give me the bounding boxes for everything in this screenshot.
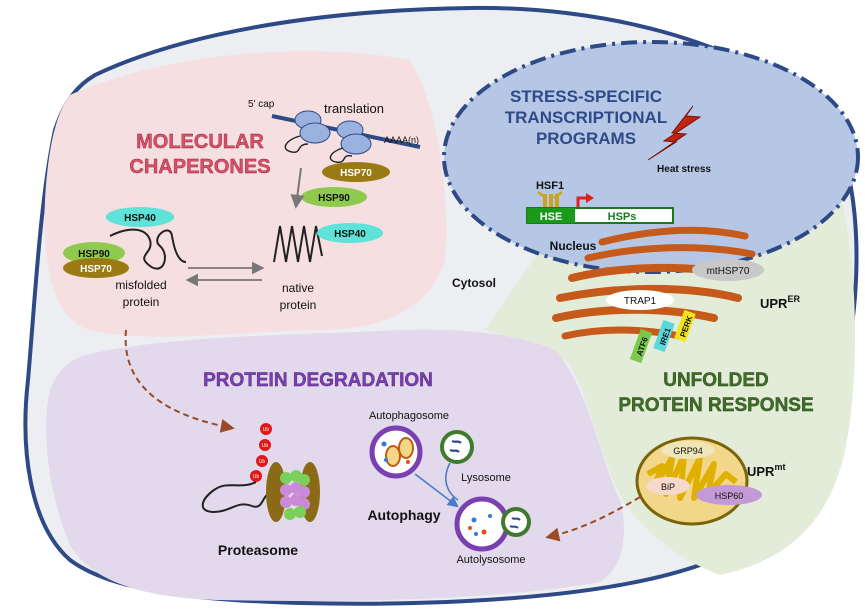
hsp90-top-label: HSP90	[318, 193, 350, 204]
lysosome-to-autolysosome-arrow	[445, 462, 459, 501]
mthsp70-label: mtHSP70	[707, 266, 750, 277]
heat-stress-label: Heat stress	[657, 164, 711, 175]
bip-label: BiP	[661, 482, 675, 492]
svg-text:Ub: Ub	[262, 443, 269, 449]
upr-region	[485, 185, 856, 575]
hsp90-left-pill	[63, 242, 125, 264]
nucleus-title-line3: PROGRAMS	[536, 129, 636, 148]
misfolded-to-proteasome-arrow	[124, 329, 235, 433]
folding-arrow	[290, 167, 305, 209]
lysosome-icon	[440, 430, 474, 464]
substrate-protein-icon	[201, 481, 269, 514]
hsp70-top-label: HSP70	[340, 168, 372, 179]
hsf1-label: HSF1	[536, 180, 564, 192]
hsp70-left-pill	[63, 258, 129, 278]
nucleus-compartment	[442, 40, 860, 274]
native-label-line2: protein	[280, 298, 317, 312]
degradation-title: PROTEIN DEGRADATION	[203, 370, 433, 391]
native-protein-icon	[273, 225, 323, 263]
hsp90-left-label: HSP90	[78, 249, 110, 260]
lysosome-label: Lysosome	[461, 472, 511, 484]
cytosol-label: Cytosol	[452, 276, 496, 290]
nascent-chain-2	[329, 147, 353, 163]
autophagosome-to-autolysosome-arrow	[414, 473, 459, 508]
polya-label: AAAA(n)	[384, 135, 419, 145]
heat-stress-bolt-icon	[647, 105, 702, 161]
nucleus-title-line2: TRANSCRIPTIONAL	[505, 108, 667, 127]
hsps-label: HSPs	[608, 211, 637, 223]
nucleus-label: Nucleus	[550, 239, 597, 253]
misfolded-protein-icon	[109, 228, 187, 270]
autophagosome-label: Autophagosome	[369, 410, 449, 422]
trap1-pill	[606, 290, 674, 310]
hsp40-right-label: HSP40	[334, 229, 366, 240]
transcription-arrowhead	[586, 193, 594, 203]
native-label-line1: native	[282, 281, 314, 295]
hsp40-right-pill	[317, 223, 383, 243]
cap-label: 5' cap	[248, 99, 275, 110]
ribosome-1-icon	[294, 110, 331, 144]
misfolded-label-line2: protein	[123, 295, 160, 309]
nucleus-title-line1: STRESS-SPECIFIC	[510, 87, 662, 106]
proteasome-label: Proteasome	[218, 542, 298, 558]
hsp60-label: HSP60	[715, 491, 744, 501]
svg-text:Ub: Ub	[253, 474, 260, 480]
ribosome-2-icon	[336, 120, 372, 155]
upr-title-line2: PROTEIN RESPONSE	[618, 395, 813, 416]
hsp40-left-pill	[106, 207, 174, 227]
svg-text:Ub: Ub	[259, 459, 266, 465]
chaperones-title-line2: CHAPERONES	[129, 156, 270, 178]
upr-title-line1: UNFOLDED	[663, 370, 769, 391]
mthsp70-pill	[692, 259, 764, 281]
chaperones-region	[44, 51, 447, 337]
bip-pill	[646, 477, 690, 495]
autolysosome-label: Autolysosome	[456, 554, 525, 566]
hse-element	[527, 208, 575, 223]
ubiquitin-chain: Ub Ub Ub Ub	[250, 423, 272, 482]
autophagosome-icon	[369, 425, 423, 479]
nascent-chain-1	[284, 135, 309, 153]
transcription-start-arrow	[576, 196, 588, 210]
hsp70-left-label: HSP70	[80, 264, 112, 275]
proteasome-icon	[266, 462, 320, 522]
hsf1-trimer-icon	[537, 191, 563, 208]
hsp70-top-pill	[322, 162, 390, 182]
mitochondria-to-autophagy-arrow	[545, 496, 641, 542]
translation-label: translation	[324, 101, 384, 116]
grp94-pill	[661, 441, 715, 459]
hsp90-top-pill	[301, 187, 367, 207]
autolysosome-icon	[454, 496, 531, 552]
autophagy-label: Autophagy	[367, 507, 440, 523]
svg-text:Ub: Ub	[263, 427, 270, 433]
grp94-label: GRP94	[673, 446, 703, 456]
trap1-label: TRAP1	[624, 296, 657, 307]
chaperones-title-line1: MOLECULAR	[136, 131, 264, 153]
hsp60-pill	[696, 485, 762, 505]
upr-er-label: UPRER	[760, 294, 800, 311]
hsp40-left-label: HSP40	[124, 213, 156, 224]
upr-mt-label: UPRmt	[747, 462, 785, 479]
hse-label: HSE	[540, 211, 563, 223]
misfolded-label-line1: misfolded	[115, 278, 166, 292]
